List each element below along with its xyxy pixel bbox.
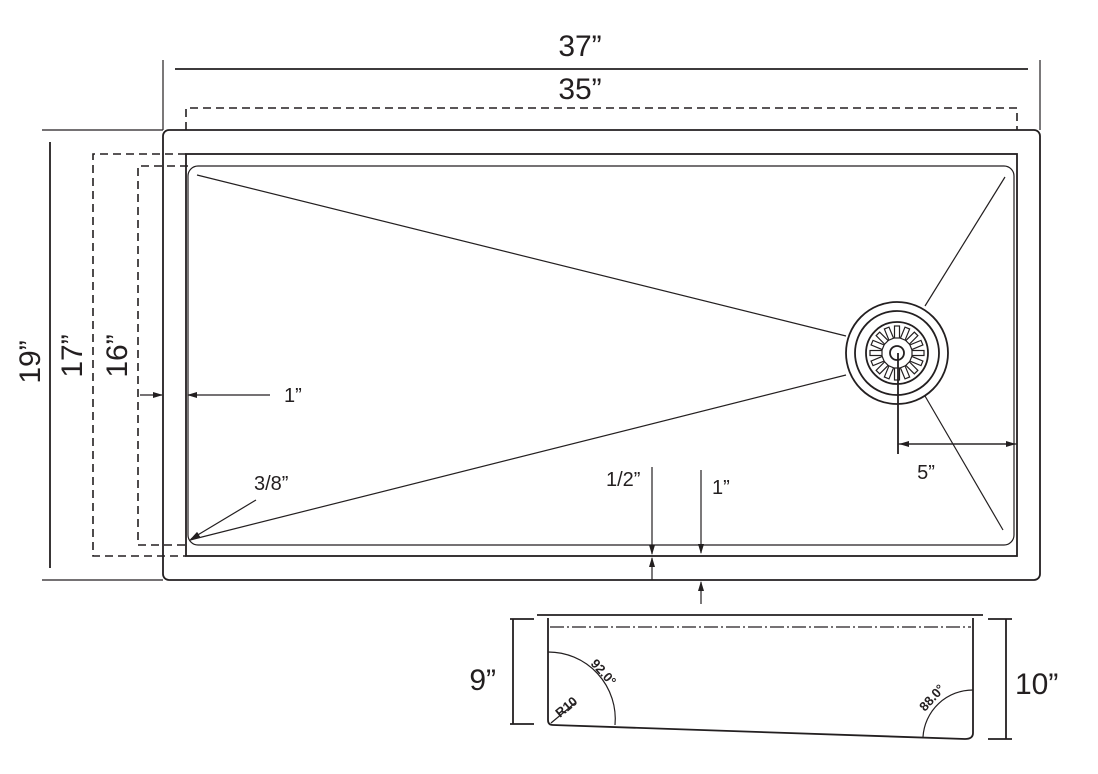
inner-width-label: 35” [558,73,601,106]
drain-slot [883,365,895,380]
slope-lines [189,174,1006,541]
drain-slot [883,326,895,341]
back-depth-label: 10” [1015,668,1058,701]
drain-slot [875,331,890,346]
section-radius-label: R10 [552,693,580,720]
drain-slot [869,349,883,357]
drain-slot [893,367,901,381]
drain-slot [899,326,911,341]
sink-section-view: R10 92.0° 88.0° 9” 10” [469,614,1058,740]
inner-rim [185,153,1018,557]
front-offset-label: 1” [712,477,730,499]
drain-slot [909,339,924,351]
drain-slot [904,331,919,346]
bowl-depth-label: 16” [101,334,134,377]
depth-dimensions: 19” 17” 16” 1” [14,129,302,581]
drain-slot [899,365,911,380]
inner-depth-label: 17” [56,334,89,377]
drain-slot [875,360,890,375]
overall-width-label: 37” [558,30,601,63]
left-angle-label: 92.0° [588,656,620,689]
front-depth-label: 9” [469,664,496,697]
side-offset-label: 1” [284,385,302,407]
drain-icon [845,301,949,405]
right-angle-label: 88.0° [916,681,948,714]
drain-slot [870,355,885,367]
drain-slot [870,339,885,351]
overall-depth-label: 19” [14,340,47,383]
drain-slot [909,355,924,367]
outer-flange [162,129,1041,581]
sink-top-view [162,129,1041,581]
corner-radius-label: 3/8” [254,473,288,495]
drain-slot [904,360,919,375]
drain-offset-label: 5” [917,462,935,484]
corner-radius-leader [190,499,257,540]
front-half-offset-label: 1/2” [606,469,640,491]
bowl-outline [187,165,1015,546]
drain-slot [893,325,901,339]
drain-slot [911,349,925,357]
width-dimensions: 37” 35” [162,30,1041,130]
